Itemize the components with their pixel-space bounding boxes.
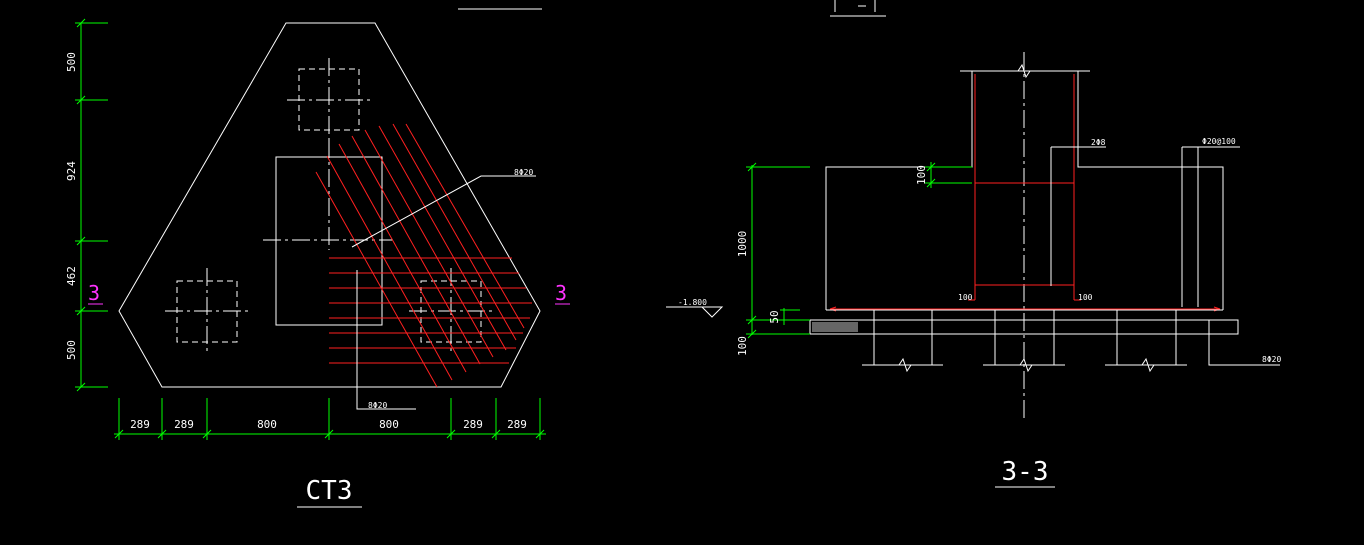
- plan-title: CT3: [306, 476, 353, 506]
- section-mark-left: 3: [88, 281, 100, 305]
- dim-50: 50: [768, 310, 781, 323]
- rebar-diagonal: [315, 123, 525, 388]
- vdim-2: 924: [65, 161, 78, 181]
- vdim-1: 500: [65, 52, 78, 72]
- level-triangle: [700, 306, 724, 318]
- vdim-4: 500: [65, 340, 78, 360]
- leader-upper: [351, 175, 536, 248]
- pile-left: [165, 268, 250, 354]
- dim-1000: 1000: [736, 231, 749, 258]
- label-top-right: Φ20@100: [1202, 137, 1236, 146]
- hdim-4: 800: [379, 418, 399, 431]
- hdim-2: 289: [174, 418, 194, 431]
- label-100-right: 100: [1078, 293, 1093, 302]
- rebar-label-upper: 8Φ20: [514, 168, 533, 177]
- hdim-6: 289: [507, 418, 527, 431]
- hdim-3: 800: [257, 418, 277, 431]
- section-mark-right: 3: [555, 281, 567, 305]
- pile-right: [409, 268, 494, 354]
- vertical-dimensions: 500 924 462 500: [65, 18, 108, 392]
- rebar-horizontal: [329, 257, 532, 364]
- pile-top: [287, 58, 372, 142]
- pile-cap-outline: [118, 22, 541, 388]
- dim-100-bottom: 100: [736, 336, 749, 356]
- label-stirrup: 2Φ8: [1091, 138, 1106, 147]
- column-break-symbol: [1017, 63, 1031, 79]
- hdim-5: 289: [463, 418, 483, 431]
- bedding-hatch: [812, 322, 858, 332]
- section-title: 3-3: [1002, 457, 1049, 487]
- dim-100-top: 100: [915, 165, 928, 185]
- label-100-left: 100: [958, 293, 973, 302]
- leader-lower: [356, 270, 416, 410]
- leader-bottom: [1208, 320, 1280, 366]
- rebar-label-lower: 8Φ20: [368, 401, 387, 410]
- level-label: -1.800: [678, 298, 707, 307]
- bedding-layer: [809, 319, 1239, 335]
- hdim-1: 289: [130, 418, 150, 431]
- section-dimensions: 1000 100 50 100: [736, 162, 972, 356]
- vdim-3: 462: [65, 266, 78, 286]
- section-piles: [862, 310, 1187, 373]
- horizontal-dimensions: 289 289 800 800 289 289: [114, 398, 546, 440]
- pile-cap-plan: 8Φ20 8Φ20 3 3 500 924 462 500: [65, 8, 570, 508]
- label-bottom-rebar: 8Φ20: [1262, 355, 1281, 364]
- section-3-3: 2Φ8 Φ20@100 100 100: [666, 0, 1281, 488]
- column-rebar: [968, 74, 1081, 301]
